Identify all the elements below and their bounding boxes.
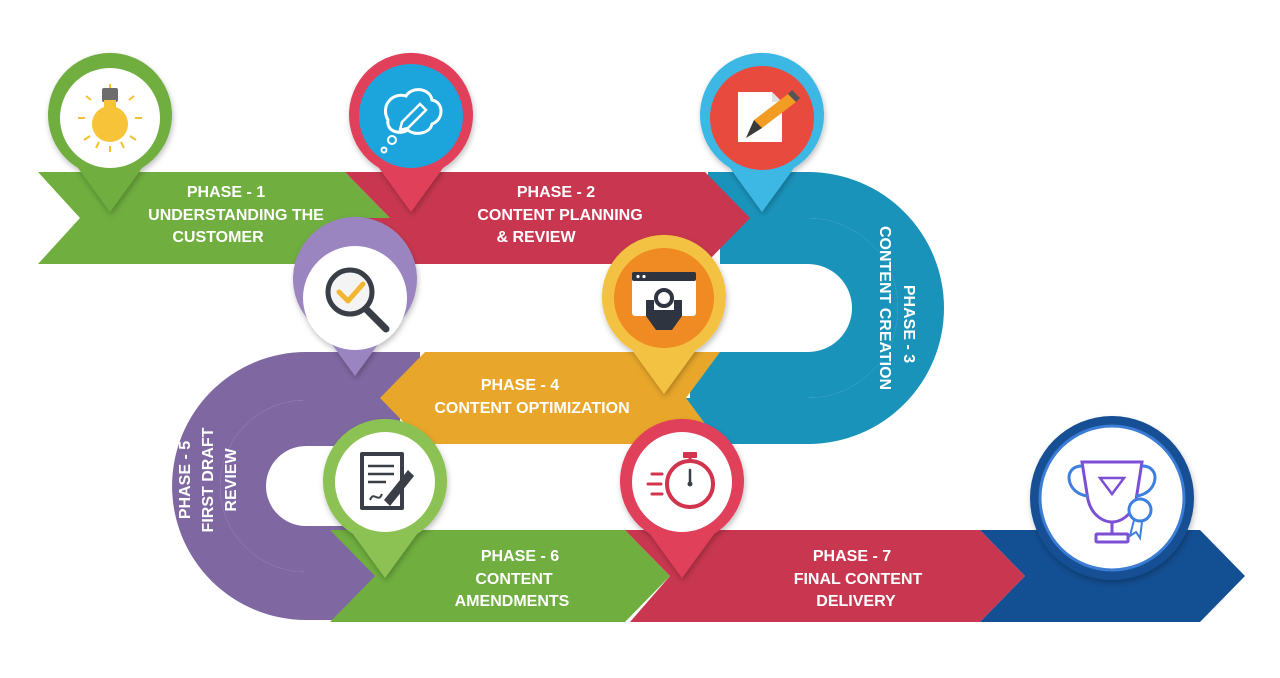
trophy-diamond-medal-icon <box>1067 460 1157 544</box>
phase-1-title: PHASE - 1 <box>187 184 265 201</box>
phase-2-line-2: & REVIEW <box>496 229 576 246</box>
phase-2-line-1: CONTENT PLANNING <box>477 207 642 224</box>
phase-5-label: PHASE - 5 FIRST DRAFT REVIEW <box>177 427 240 532</box>
magnifier-check-icon <box>325 267 390 333</box>
finish-badge <box>1030 416 1194 580</box>
phase-3-band <box>686 172 944 444</box>
phase-3-label: PHASE - 3 CONTENT CREATION <box>876 226 917 390</box>
phase-7-band <box>625 530 1025 622</box>
phase-4-title: PHASE - 4 <box>481 377 559 394</box>
phase-7-line-2: DELIVERY <box>816 593 896 610</box>
stopwatch-icon <box>646 452 715 509</box>
browser-gear-wrench-icon <box>632 272 696 330</box>
document-pen-icon <box>738 90 800 142</box>
phase-2-label: PHASE - 2 CONTENT PLANNING & REVIEW <box>477 184 642 246</box>
phase-5-band <box>172 352 420 620</box>
phase-5-title: PHASE - 5 <box>177 441 194 519</box>
phase-6-line-1: CONTENT <box>475 571 553 588</box>
phase-7-title: PHASE - 7 <box>813 548 891 565</box>
thought-bubble-pencil-icon <box>380 88 443 154</box>
phase-6-line-2: AMENDMENTS <box>455 593 570 610</box>
phase-2-title: PHASE - 2 <box>517 184 595 201</box>
phase-6-title: PHASE - 6 <box>481 548 559 565</box>
phase-7-line-1: FINAL CONTENT <box>794 571 923 588</box>
phase-1-line-2: CUSTOMER <box>172 229 264 246</box>
phase-1-label: PHASE - 1 UNDERSTANDING THE CUSTOMER <box>148 184 324 246</box>
phase-3-line-1: CONTENT CREATION <box>876 226 893 390</box>
phase-3-band-fill <box>690 218 898 398</box>
phase-4-line-1: CONTENT OPTIMIZATION <box>434 400 629 417</box>
phase-5-line-1: FIRST DRAFT <box>200 427 217 532</box>
phase-4-label: PHASE - 4 CONTENT OPTIMIZATION <box>434 377 629 417</box>
phase-6-band <box>330 530 670 622</box>
lightbulb-icon <box>78 84 142 152</box>
phase-4-band <box>380 352 720 444</box>
phase-3-title: PHASE - 3 <box>900 285 917 363</box>
phase-5-line-2: REVIEW <box>223 448 240 512</box>
phase-1-band <box>38 172 390 264</box>
phase-1-line-1: UNDERSTANDING THE <box>148 207 324 224</box>
contract-signing-icon <box>360 452 414 510</box>
phase-7-label: PHASE - 7 FINAL CONTENT DELIVERY <box>794 548 923 610</box>
phase-6-label: PHASE - 6 CONTENT AMENDMENTS <box>455 548 570 610</box>
